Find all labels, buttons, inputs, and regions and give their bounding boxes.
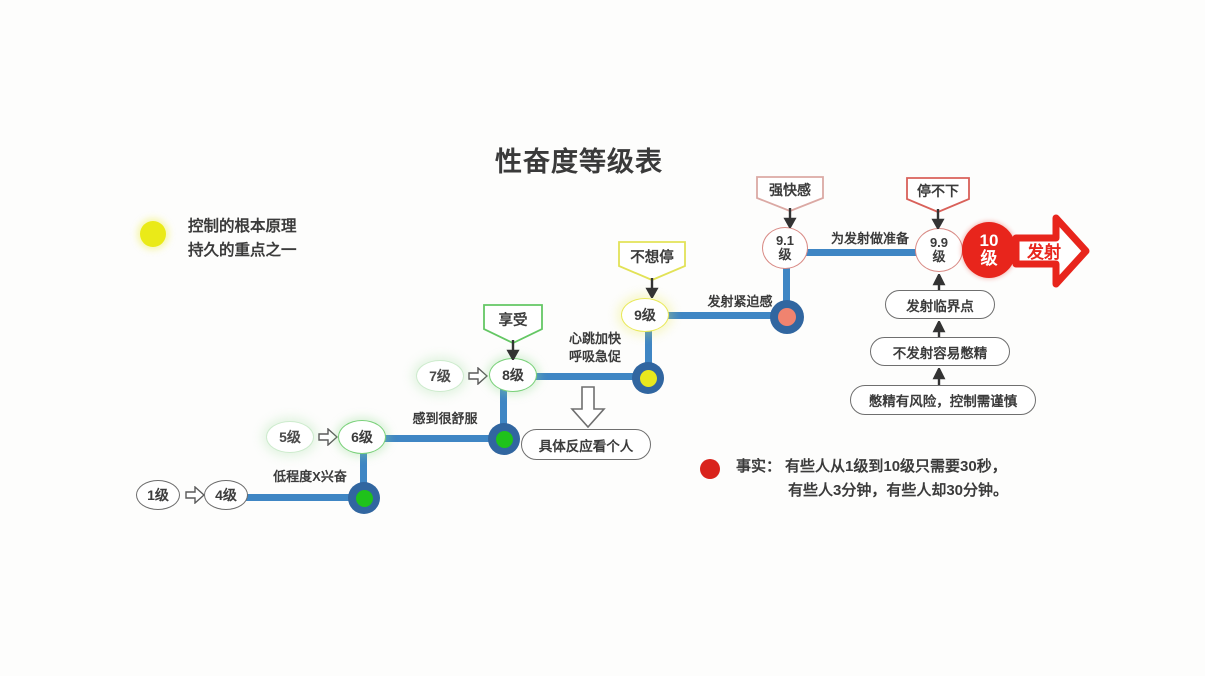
connector-label-urgency: 发射紧迫感 <box>707 294 773 309</box>
level-label-5: 5级 <box>279 428 301 445</box>
legend-yellow-dot-icon <box>140 221 166 247</box>
level-label-9-9: 9.9 级 <box>929 235 949 264</box>
line-node4-to-91ji <box>783 256 790 316</box>
banner-strong-pleasure-arrow-icon <box>783 208 797 228</box>
level-bubble-1[interactable]: 1级 <box>136 480 180 510</box>
fact-line-2: 有些人3分钟，有些人却30分钟。 <box>788 482 1009 499</box>
emit-label: 发射 <box>1027 243 1061 262</box>
banner-cant-stop-arrow-icon <box>931 209 945 229</box>
line-4ji-to-node1 <box>242 494 370 501</box>
line-9ji-to-node4 <box>662 312 792 319</box>
legend-text: 控制的根本原理 持久的重点之一 <box>188 215 297 263</box>
pill-critical-point[interactable]: 发射临界点 <box>885 290 995 319</box>
junction-node-yellow[interactable] <box>632 362 664 394</box>
level-label-4: 4级 <box>215 486 237 503</box>
level-bubble-9-9[interactable]: 9.9 级 <box>915 228 963 272</box>
level-bubble-8[interactable]: 8级 <box>489 358 537 392</box>
junction-node-green-2[interactable] <box>488 423 520 455</box>
fact-red-dot-icon <box>700 459 720 479</box>
connector-label-low-arousal: 低程度X兴奋 <box>273 469 347 484</box>
pill-critical-point-label: 发射临界点 <box>906 298 974 314</box>
connector-label-prepare: 为发射做准备 <box>830 231 909 246</box>
connector-label-heartbeat: 心跳加快 呼吸急促 <box>540 330 650 365</box>
banner-cant-stop-label: 停不下 <box>917 183 959 199</box>
level-label-9-1: 9.1 级 <box>775 233 795 262</box>
fact-note: 事实： 有些人从1级到10级只需要30秒， 有些人3分钟，有些人却30分钟。 <box>700 455 1008 503</box>
fact-text: 事实： 有些人从1级到10级只需要30秒， 有些人3分钟，有些人却30分钟。 <box>736 455 1008 503</box>
banner-cant-stop-shape <box>906 177 970 213</box>
junction-node-salmon[interactable] <box>770 300 804 334</box>
level-label-6: 6级 <box>351 428 373 445</box>
line-node1-to-6ji <box>360 440 367 500</box>
pill-individual-reaction[interactable]: 具体反应看个人 <box>521 429 651 460</box>
banner-enjoy-label: 享受 <box>498 313 528 329</box>
emit-arrow-icon[interactable] <box>1012 212 1090 290</box>
level-label-7: 7级 <box>429 367 451 384</box>
banner-dont-stop-shape <box>618 241 686 281</box>
step-arrow-5-to-6-icon <box>318 428 338 446</box>
banner-dont-stop-label: 不想停 <box>630 250 674 266</box>
level-label-10: 10 级 <box>979 231 999 268</box>
line-8ji-to-node3 <box>520 373 654 380</box>
banner-strong-pleasure-shape <box>756 176 824 212</box>
line-node3-to-9ji <box>645 318 652 378</box>
level-bubble-7[interactable]: 7级 <box>416 360 464 392</box>
pill-risk-warning-label: 憋精有风险，控制需谨慎 <box>868 394 1018 409</box>
legend-line-1: 控制的根本原理 <box>188 218 297 235</box>
level-bubble-6[interactable]: 6级 <box>338 420 386 454</box>
connector-label-feels-good: 感到很舒服 <box>412 411 478 426</box>
banner-enjoy-arrow-icon <box>506 340 520 360</box>
level-bubble-9[interactable]: 9级 <box>621 298 669 332</box>
connector-label-breathing-line2: 呼吸急促 <box>568 348 621 364</box>
level-label-8: 8级 <box>502 366 524 383</box>
connector-label-heartbeat-line1: 心跳加快 <box>568 331 621 346</box>
banner-dont-stop-arrow-icon <box>645 278 659 298</box>
down-arrow-to-individual-icon <box>570 386 606 428</box>
level-bubble-9-1[interactable]: 9.1 级 <box>762 227 808 269</box>
line-6ji-to-node2 <box>378 435 512 442</box>
page-title: 性奋度等级表 <box>495 147 663 177</box>
level-bubble-4[interactable]: 4级 <box>204 480 248 510</box>
level-label-1: 1级 <box>147 486 169 503</box>
level-bubble-10[interactable]: 10 级 <box>962 222 1016 278</box>
legend: 控制的根本原理 持久的重点之一 <box>140 215 297 263</box>
step-arrow-1-to-4-icon <box>185 486 205 504</box>
junction-node-green-1[interactable] <box>348 482 380 514</box>
fact-lead: 事实： <box>736 458 782 475</box>
pill-hold-back[interactable]: 不发射容易憋精 <box>870 337 1010 366</box>
line-91ji-to-99ji <box>805 249 925 256</box>
fact-line-1: 有些人从1级到10级只需要30秒， <box>785 458 1007 475</box>
level-label-9: 9级 <box>634 306 656 323</box>
line-node2-to-8ji <box>500 378 507 440</box>
pill-individual-reaction-label: 具体反应看个人 <box>538 438 634 454</box>
banner-strong-pleasure-label: 强快感 <box>769 182 811 198</box>
pill-hold-back-label: 不发射容易憋精 <box>892 345 988 361</box>
pill-risk-warning[interactable]: 憋精有风险，控制需谨慎 <box>850 385 1036 415</box>
step-arrow-7-to-8-icon <box>468 367 488 385</box>
banner-enjoy-shape <box>483 304 543 344</box>
level-bubble-5[interactable]: 5级 <box>266 421 314 453</box>
legend-line-2: 持久的重点之一 <box>188 242 297 260</box>
